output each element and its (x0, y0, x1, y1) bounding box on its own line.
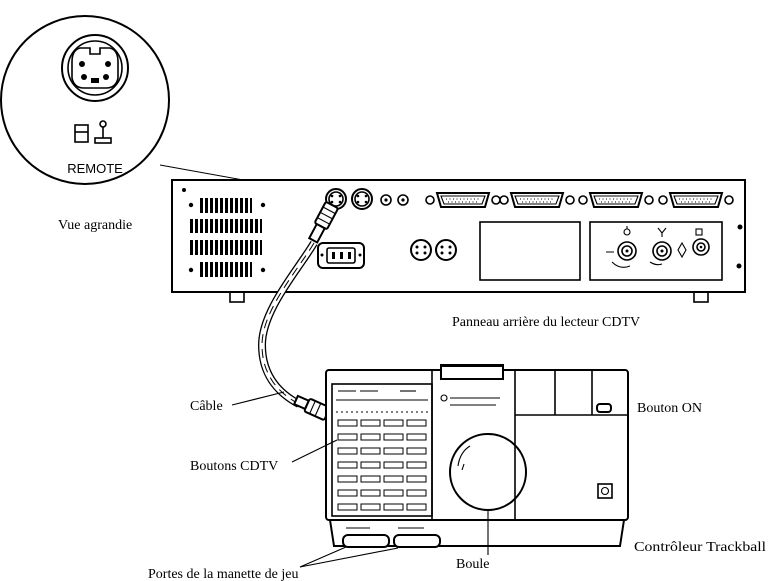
cdtv-button (383, 503, 404, 511)
d-sub-port (499, 192, 575, 208)
cdtv-button (383, 461, 404, 469)
jack-port (380, 194, 392, 206)
cdtv-button (406, 461, 427, 469)
mini-din-port (351, 188, 373, 210)
cable-plug-bottom (292, 394, 331, 421)
audio-video-panel (589, 221, 723, 281)
d-sub-port (578, 192, 654, 208)
remote-label: REMOTE (67, 161, 123, 176)
ventilation-grille (188, 198, 266, 277)
cdtv-button (360, 433, 381, 441)
ports-leader-line (299, 546, 347, 568)
rca-jack (692, 238, 710, 256)
joystick-port (393, 534, 441, 548)
cdtv-buttons-label: Boutons CDTV (190, 459, 278, 474)
cdtv-button-panel (331, 383, 433, 517)
cdtv-button (406, 447, 427, 455)
cable-leader-line (231, 391, 285, 406)
jack-port (397, 194, 409, 206)
controller-caption: Contrôleur Trackball (634, 540, 766, 555)
joystick-ports-label: Portes de la manette de jeu (148, 567, 298, 581)
cdtv-button (406, 489, 427, 497)
cdtv-button (406, 475, 427, 483)
controller-base (328, 519, 626, 548)
cdtv-button (360, 461, 381, 469)
rca-jack (617, 241, 637, 261)
cdtv-button (360, 489, 381, 497)
cable-label: Câble (190, 399, 223, 414)
cdtv-button (337, 433, 358, 441)
on-switch (596, 403, 612, 413)
ports-leader-line (299, 547, 399, 568)
cdtv-button (337, 461, 358, 469)
commodore-logo (440, 394, 500, 406)
cdtv-button (360, 475, 381, 483)
power-inlet (317, 242, 365, 269)
remote-symbol-icon (74, 120, 112, 144)
din-port (435, 239, 457, 261)
cdtv-button (383, 433, 404, 441)
ball-label: Boule (456, 557, 489, 572)
cdtv-button (406, 419, 427, 427)
cdtv-button (406, 433, 427, 441)
controller-mode-icon (597, 483, 613, 499)
enlarged-view-caption: Vue agrandie (58, 218, 132, 233)
cdtv-button (383, 489, 404, 497)
din-port (410, 239, 432, 261)
diamond-icon (677, 241, 687, 259)
remote-port-enlarged-icon (61, 34, 129, 102)
cdtv-button (383, 447, 404, 455)
headphone-icon (623, 226, 631, 236)
expansion-slot-cover (479, 221, 581, 281)
d-sub-port (658, 192, 734, 208)
cdtv-buttons (337, 419, 427, 511)
cdtv-button (383, 419, 404, 427)
d-sub-port (425, 192, 501, 208)
rear-panel (171, 179, 746, 303)
audio-icon (695, 228, 703, 236)
video-icon (657, 227, 667, 237)
cable-plug-top (307, 201, 339, 244)
cdtv-button (337, 419, 358, 427)
cdtv-button (337, 503, 358, 511)
cdtv-button (406, 503, 427, 511)
cdtv-button (360, 447, 381, 455)
cdtv-button (337, 475, 358, 483)
rca-jack (652, 241, 672, 261)
cdtv-button (360, 503, 381, 511)
on-button-label: Bouton ON (637, 401, 702, 416)
cdtv-button (383, 475, 404, 483)
enlarged-view: REMOTE (0, 15, 170, 185)
cdtv-button (337, 447, 358, 455)
cdtv-button (337, 489, 358, 497)
trackball-controller (325, 364, 629, 548)
cdtv-button (360, 419, 381, 427)
cdtv-buttons-leader-line (291, 439, 338, 463)
joystick-port (342, 534, 390, 548)
rear-panel-caption: Panneau arrière du lecteur CDTV (452, 315, 640, 330)
